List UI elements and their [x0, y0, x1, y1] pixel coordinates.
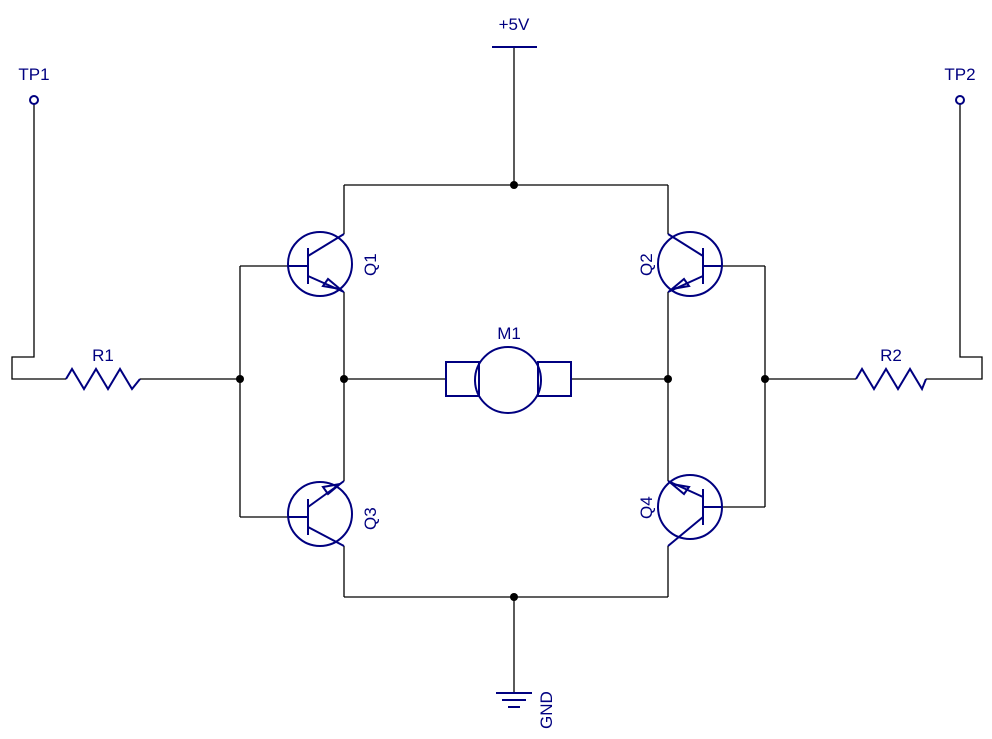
junction-dot	[510, 593, 518, 601]
ground-symbol: GND	[496, 691, 556, 729]
vcc-label: +5V	[499, 15, 530, 34]
junctions	[236, 181, 769, 601]
q4-label: Q4	[637, 496, 656, 519]
vcc-symbol: +5V	[492, 15, 537, 48]
transistor-q2: Q2	[637, 231, 723, 297]
junction-dot	[761, 375, 769, 383]
junction-dot	[510, 181, 518, 189]
r2-label: R2	[880, 346, 902, 365]
q3-label: Q3	[361, 507, 380, 530]
transistor-q1: Q1	[287, 231, 380, 297]
motor-m1: M1	[445, 324, 572, 414]
q2-label: Q2	[637, 253, 656, 276]
wires	[11, 47, 983, 693]
r1-label: R1	[92, 346, 114, 365]
m1-label: M1	[497, 324, 521, 343]
q1-label: Q1	[361, 253, 380, 276]
gnd-label: GND	[537, 691, 556, 729]
junction-dot	[664, 375, 672, 383]
test-point-tp1: TP1	[18, 65, 50, 105]
transistor-q3: Q3	[287, 480, 380, 547]
resistor-r2: R2	[855, 346, 927, 392]
junction-dot	[340, 375, 348, 383]
junction-dot	[236, 375, 244, 383]
tp1-label: TP1	[18, 65, 49, 84]
tp2-label: TP2	[944, 65, 975, 84]
transistor-q4: Q4	[637, 474, 723, 547]
resistor-r1: R1	[65, 346, 141, 391]
test-point-tp2: TP2	[944, 65, 976, 105]
